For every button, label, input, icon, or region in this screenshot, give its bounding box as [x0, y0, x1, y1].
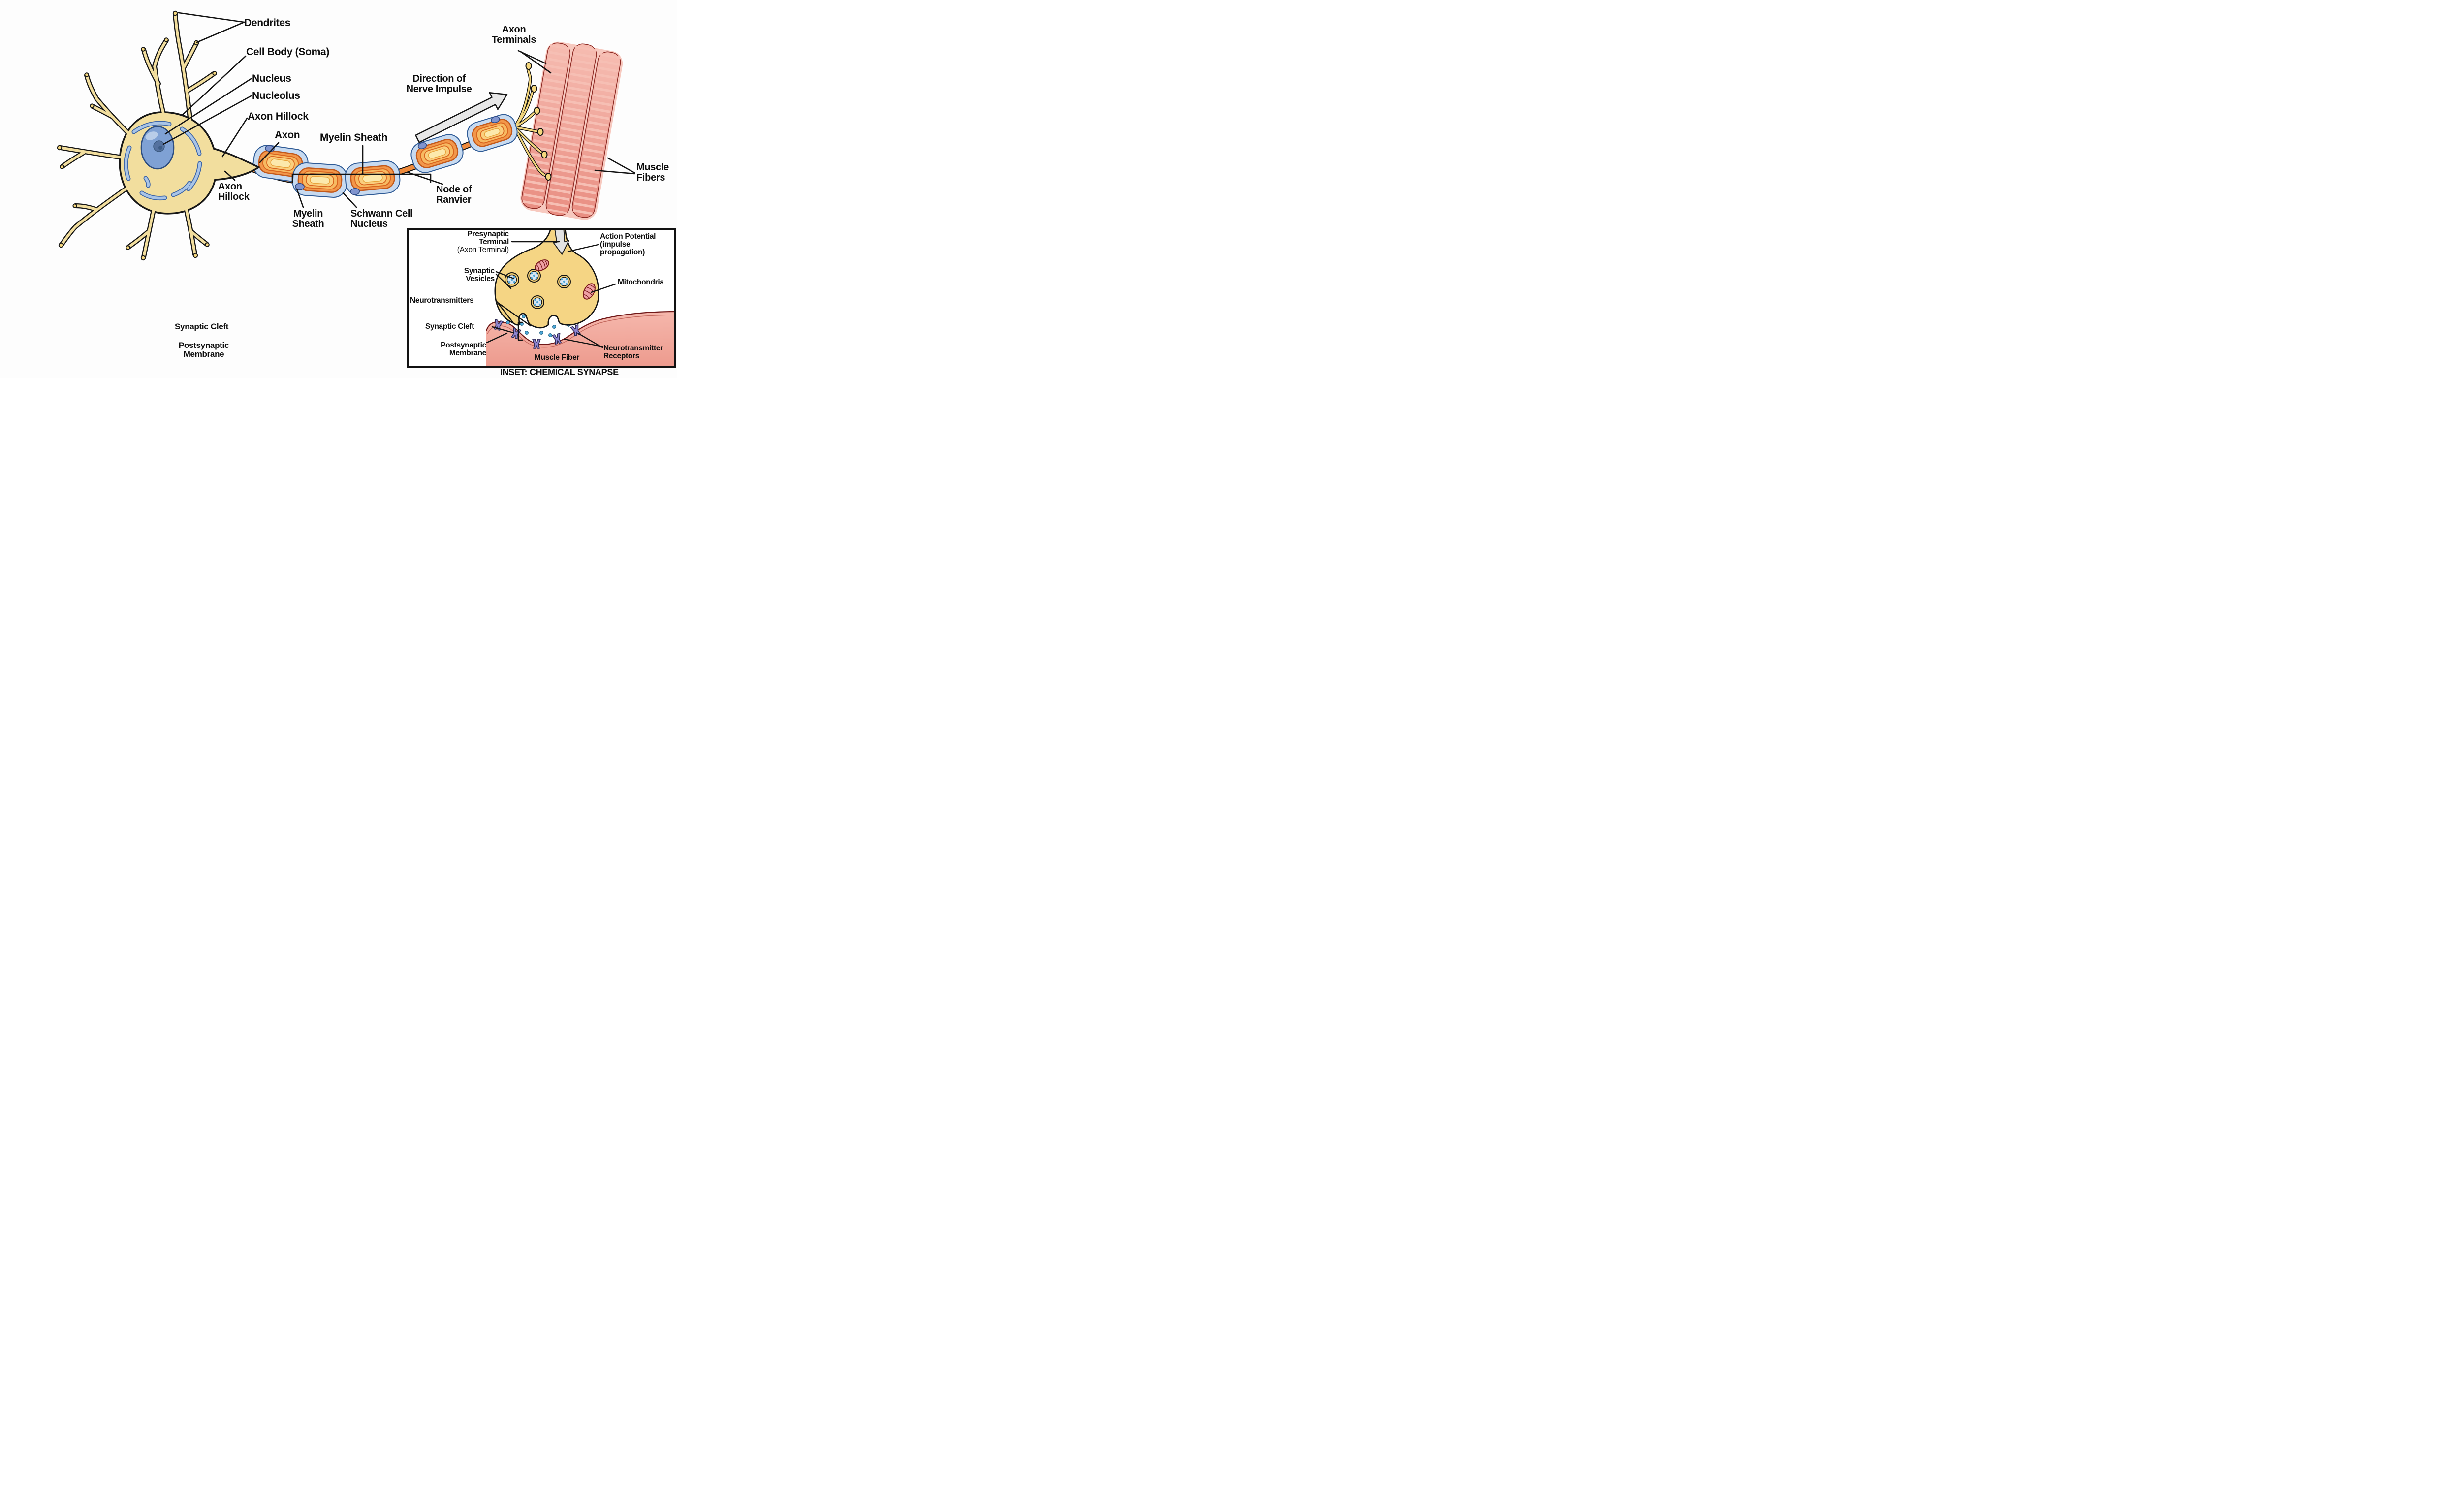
label-mitochondria: Mitochondria — [618, 278, 664, 286]
label-muscle-fiber-inset: Muscle Fiber — [535, 353, 580, 362]
nucleus-illustration — [140, 126, 175, 170]
label-myelin-sheath-bottom: Myelin Sheath — [292, 208, 324, 229]
terminal-bulbs — [525, 62, 552, 181]
label-schwann-cell-nucleus: Schwann Cell Nucleus — [350, 208, 413, 229]
inset-border — [407, 228, 676, 368]
label-muscle-fibers: Muscle Fibers — [636, 162, 669, 183]
muscle-fiber-band — [521, 42, 571, 209]
label-presynaptic-terminal: Presynaptic Terminal (Axon Terminal) — [457, 230, 509, 254]
label-axon-terminals: Axon Terminals — [491, 24, 536, 45]
schwann-cell-nucleus — [417, 142, 427, 150]
inset-leader-lines — [486, 241, 617, 348]
label-axon: Axon — [275, 129, 300, 141]
schwann-cell-nucleus — [350, 188, 360, 195]
myelin-segment — [292, 162, 348, 198]
label-axon-hillock-lower: Axon Hillock — [218, 181, 250, 202]
label-action-potential: Action Potential (impulse propagation) — [600, 232, 656, 257]
nerve-impulse-arrow — [415, 92, 508, 143]
synaptic-vesicle — [557, 275, 571, 288]
label-axon-hillock-upper: Axon Hillock — [248, 111, 309, 122]
label-node-of-ranvier: Node of Ranvier — [436, 184, 472, 205]
label-cell-body: Cell Body (Soma) — [246, 46, 330, 58]
diagram-canvas: Dendrites Cell Body (Soma) Nucleus Nucle… — [0, 0, 677, 378]
schwann-cell-nucleus — [491, 116, 500, 124]
label-direction-of-nerve-impulse: Direction of Nerve Impulse — [406, 73, 472, 94]
inset-caption: INSET: CHEMICAL SYNAPSE — [500, 367, 619, 377]
label-synaptic-cleft-floating: Synaptic Cleft — [175, 322, 229, 331]
nucleolus-illustration — [153, 140, 165, 152]
label-synaptic-cleft-inset: Synaptic Cleft — [425, 322, 474, 331]
diagram-artwork — [57, 10, 676, 368]
dendrite-knobs — [57, 10, 217, 261]
label-synaptic-vesicles: Synaptic Vesicles — [464, 267, 495, 284]
schwann-cell-nucleus — [295, 183, 305, 190]
myelin-segment — [345, 160, 401, 196]
inset-chemical-synapse — [407, 228, 676, 368]
synaptic-vesicle — [531, 295, 544, 309]
label-dendrites: Dendrites — [244, 17, 291, 29]
nissl-bodies — [124, 121, 202, 201]
myelin-segment — [467, 114, 518, 152]
label-nucleolus: Nucleolus — [252, 90, 300, 101]
leader-lines — [162, 12, 635, 208]
label-neurotransmitter-receptors: Neurotransmitter Receptors — [603, 344, 663, 361]
mitochondrion — [535, 259, 549, 271]
label-nucleus: Nucleus — [252, 73, 291, 84]
action-potential-arrow — [553, 229, 569, 255]
muscle-fiber-band — [545, 43, 597, 216]
label-myelin-sheath-top: Myelin Sheath — [320, 132, 388, 143]
synaptic-vesicle — [527, 269, 541, 283]
label-neurotransmitters: Neurotransmitters — [410, 296, 474, 305]
label-postsynaptic-membrane-inset: Postsynaptic Membrane — [441, 341, 486, 358]
myelin-segments — [252, 114, 518, 198]
mitochondrion — [583, 283, 596, 300]
muscle-fiber-band — [571, 51, 621, 218]
label-postsynaptic-membrane-floating: Postsynaptic Membrane — [178, 341, 229, 359]
neuron-cell — [57, 10, 261, 261]
myelin-segment — [410, 134, 464, 173]
